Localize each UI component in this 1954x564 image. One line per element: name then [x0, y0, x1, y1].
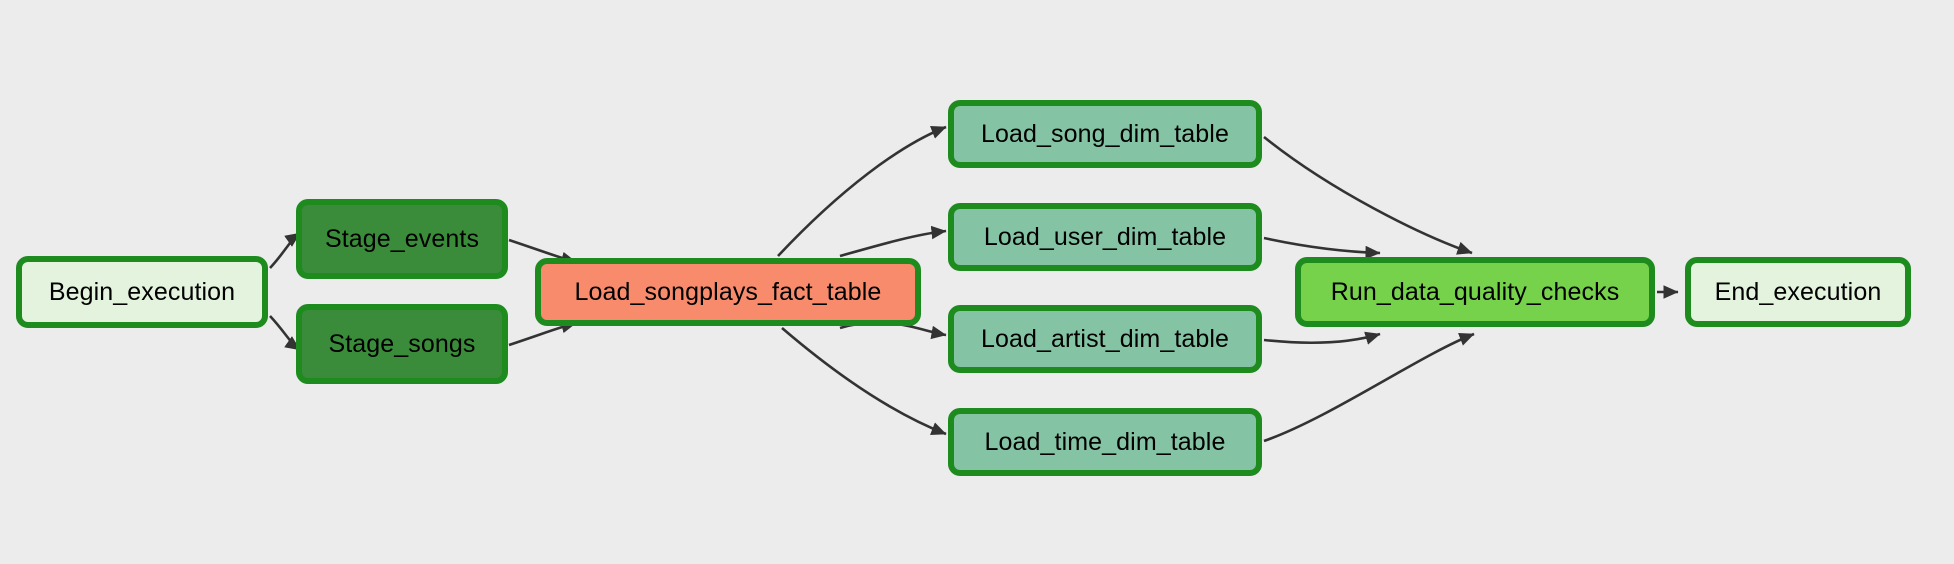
dag-edge: [1263, 135, 1473, 255]
dag-node-label: End_execution: [1714, 277, 1882, 306]
dag-node-begin_execution[interactable]: Begin_execution: [16, 256, 268, 328]
dag-edge: [839, 225, 947, 258]
dag-node-stage_events[interactable]: Stage_events: [296, 199, 508, 279]
dag-node-end_execution[interactable]: End_execution: [1685, 257, 1911, 327]
dag-node-run_data_quality_checks[interactable]: Run_data_quality_checks: [1295, 257, 1655, 327]
dag-node-label: Load_songplays_fact_table: [574, 277, 882, 306]
dag-edge: [1263, 331, 1381, 345]
dag-node-load_artist_dim_table[interactable]: Load_artist_dim_table: [948, 305, 1262, 373]
dag-node-label: Stage_songs: [328, 329, 476, 358]
dag-node-load_songplays_fact_table[interactable]: Load_songplays_fact_table: [535, 258, 921, 326]
dag-node-load_song_dim_table[interactable]: Load_song_dim_table: [948, 100, 1262, 168]
dag-node-stage_songs[interactable]: Stage_songs: [296, 304, 508, 384]
dag-edge: [777, 125, 947, 257]
dag-edge: [1263, 236, 1381, 260]
dag-node-label: Load_time_dim_table: [984, 427, 1226, 456]
dag-edge: [508, 319, 577, 347]
dag-node-label: Stage_events: [324, 224, 480, 253]
dag-node-label: Load_artist_dim_table: [980, 324, 1230, 353]
dag-node-label: Run_data_quality_checks: [1330, 277, 1620, 306]
dag-edge: [781, 327, 947, 436]
dag-node-load_user_dim_table[interactable]: Load_user_dim_table: [948, 203, 1262, 271]
dag-node-label: Load_song_dim_table: [981, 119, 1229, 148]
dag-node-load_time_dim_table[interactable]: Load_time_dim_table: [948, 408, 1262, 476]
dag-edge: [1263, 332, 1475, 443]
dag-node-label: Load_user_dim_table: [983, 222, 1227, 251]
dag-node-label: Begin_execution: [48, 277, 236, 306]
